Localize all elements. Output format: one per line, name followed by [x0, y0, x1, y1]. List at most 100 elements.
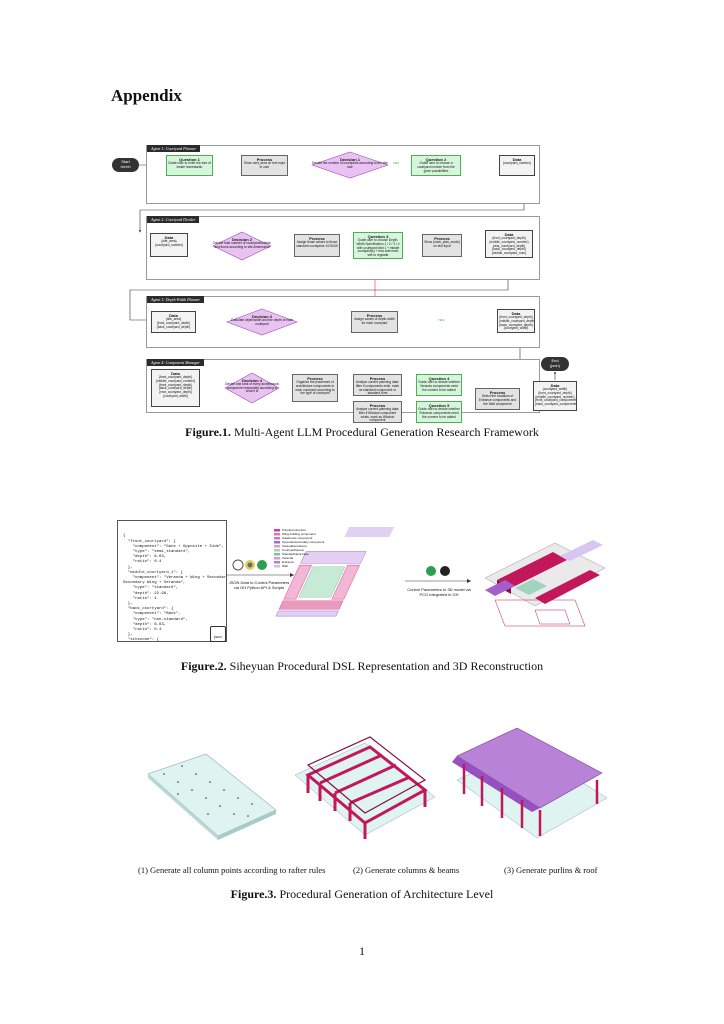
figure-3-subcaption-3: (3) Generate purlins & roof — [504, 865, 598, 875]
figure-1-connectors — [129, 163, 557, 414]
node-text: {courtyard_number} — [503, 161, 531, 165]
node-text: {front_courtyard_depth} {middle_courtyar… — [499, 315, 535, 331]
node-title: Question 1 — [179, 157, 200, 162]
node-text: Guide user to enter the size of inside h… — [168, 161, 211, 169]
page-number: 1 — [359, 944, 365, 958]
legend-item: Wing building component — [282, 532, 316, 536]
node-text: Select the locations of Entrance compone… — [478, 394, 517, 406]
start-node: Start <text> — [112, 158, 139, 172]
yes-label: YES — [438, 318, 445, 322]
caption-text: Multi-Agent LLM Procedural Generation Re… — [230, 425, 539, 439]
node-title: Process — [369, 403, 386, 408]
node-text: Decide total number of courtyard/outside… — [213, 240, 271, 249]
figure-3-subcaption-1: (1) Generate all column points according… — [138, 865, 326, 875]
legend-item: Courtyard/space — [282, 548, 305, 552]
json-line: { — [123, 534, 126, 539]
json-line: "type": "semi_standard", — [123, 550, 191, 555]
node-text: Assign values of depth-width for each co… — [354, 317, 395, 325]
column-points-slab — [148, 753, 277, 840]
node-title: Process — [366, 313, 383, 318]
step1-label: JSON Data to Control Parameters via GH P… — [228, 580, 290, 590]
data-node: Data {site_area} {courtyard_number} — [150, 233, 188, 257]
node-text: Decide the number of courtyards accordin… — [312, 160, 388, 169]
question-3-node: Question 3 Guide user to choose Depth-Wi… — [353, 232, 403, 259]
json-line: }, — [123, 633, 133, 638]
figure-1-caption: Figure.1. Multi-Agent LLM Procedural Gen… — [0, 425, 724, 440]
node-text: {courtyard_width} {front_courtyard_depth… — [535, 387, 577, 407]
node-text: Calculate depth/width and the depth of e… — [230, 317, 294, 326]
legend-item: Gatehouse component — [282, 536, 313, 540]
siheyuan-plan-diagram — [274, 527, 395, 617]
json-line: "front_courtyard": { — [123, 539, 176, 544]
node-text: {front_courtyard_depth} {middle_courtyar… — [489, 236, 529, 256]
node-text: Show cant_area on text input to user — [243, 161, 286, 169]
json-lines: { "front_courtyard": { "component": "Gat… — [123, 534, 226, 641]
caption-label: Figure.3. — [230, 887, 277, 901]
json-line: "type": "non-standard", — [123, 617, 188, 622]
node-title: Process — [307, 376, 323, 381]
data-node: Data {site_area} {front_courtyard_depth}… — [151, 311, 196, 333]
process-4-node: Process Assign values of depth-width for… — [351, 311, 398, 333]
legend-item: Principal structure — [282, 528, 307, 532]
node-text: Organize the placement of architecture c… — [295, 380, 335, 396]
node-title: Question 5 — [428, 403, 450, 408]
step2-label: Control Parameters to 3D model via PCG i… — [407, 587, 471, 597]
data-node: Data {front_courtyard_depth} {middle_cou… — [485, 230, 533, 258]
data-node: Data {front_courtyard_depth} {middle_cou… — [497, 309, 535, 333]
lane-agent-3: Agent 3: Depth-Width Planner — [146, 296, 540, 348]
node-text: Assign those values to those standard co… — [296, 240, 338, 248]
node-text: Guide user to decide whether Veranda com… — [418, 380, 460, 392]
figure-2-caption: Figure.2. Siheyuan Procedural DSL Repres… — [0, 659, 724, 674]
json-line: }, — [123, 602, 133, 607]
node-title: Data — [511, 311, 521, 316]
node-title: Process — [434, 236, 450, 241]
caption-text: Procedural Generation of Architecture Le… — [276, 887, 494, 901]
appendix-heading: Appendix — [111, 86, 182, 105]
json-line: "ratio": 0.4 — [123, 560, 162, 565]
node-title: Decision 3 — [251, 314, 272, 319]
caption-label: Figure.2. — [180, 659, 227, 673]
question-2-node: Question 2 Guide user to choose a courty… — [411, 155, 461, 176]
node-text: Guide user to choose a courtyard number … — [417, 161, 455, 173]
json-line: "ratio": 0.4 — [123, 628, 162, 633]
grasshopper-icon — [257, 560, 267, 570]
end-sub: (json) — [549, 362, 560, 368]
legend-item: Entrance — [282, 560, 295, 564]
node-text: Guide user to decide whether Entrance co… — [418, 407, 460, 419]
json-line: "component": "Gate + Opposite + Side", — [123, 544, 224, 549]
json-line: "depth": 22.98, — [123, 591, 169, 596]
start-sub: <text> — [119, 163, 132, 169]
node-title: Question 2 — [425, 157, 447, 162]
process-7-node: Process Analyze current planning data: f… — [353, 401, 402, 423]
figure-3-caption: Figure.3. Procedural Generation of Archi… — [0, 887, 724, 902]
json-line: "back_courtyard": { — [123, 607, 174, 612]
node-text: Show {each_plan_mode} on text input — [424, 240, 460, 248]
question-5-node: Question 5 Guide user to decide whether … — [416, 401, 462, 423]
lane-label: Agent 2: Courtyard Divider — [147, 216, 200, 223]
node-title: Question 3 — [367, 234, 389, 239]
purlins-roof-model — [452, 728, 608, 839]
process-8-node: Process Select the locations of Entrance… — [475, 388, 520, 410]
json-line: "depth": 6.63, — [123, 555, 167, 560]
json-line: Secondary Wing + Veranda", — [123, 581, 186, 586]
node-title: Data — [550, 383, 560, 388]
node-title: Data — [171, 371, 180, 376]
plugin-icon — [440, 566, 450, 576]
node-title: Decision 4 — [241, 378, 262, 383]
json-line: "ratio": 1 — [123, 596, 157, 601]
node-title: Process — [256, 157, 273, 162]
json-line: "component": "Back", — [123, 612, 181, 617]
process-2-node: Process Assign those values to those sta… — [294, 234, 340, 257]
gear-icon — [232, 559, 244, 571]
node-title: Data — [512, 157, 522, 162]
lane-agent-2: Agent 2: Courtyard Divider — [146, 216, 540, 280]
node-text: Analyze current planning data: filter if… — [355, 380, 400, 396]
node-text: {site_area} {courtyard_number} — [155, 239, 183, 247]
question-4-node: Question 4 Guide user to decide whether … — [416, 374, 462, 396]
node-title: Process — [489, 390, 506, 395]
process-5-node: Process Organize the placement of archit… — [292, 374, 338, 402]
